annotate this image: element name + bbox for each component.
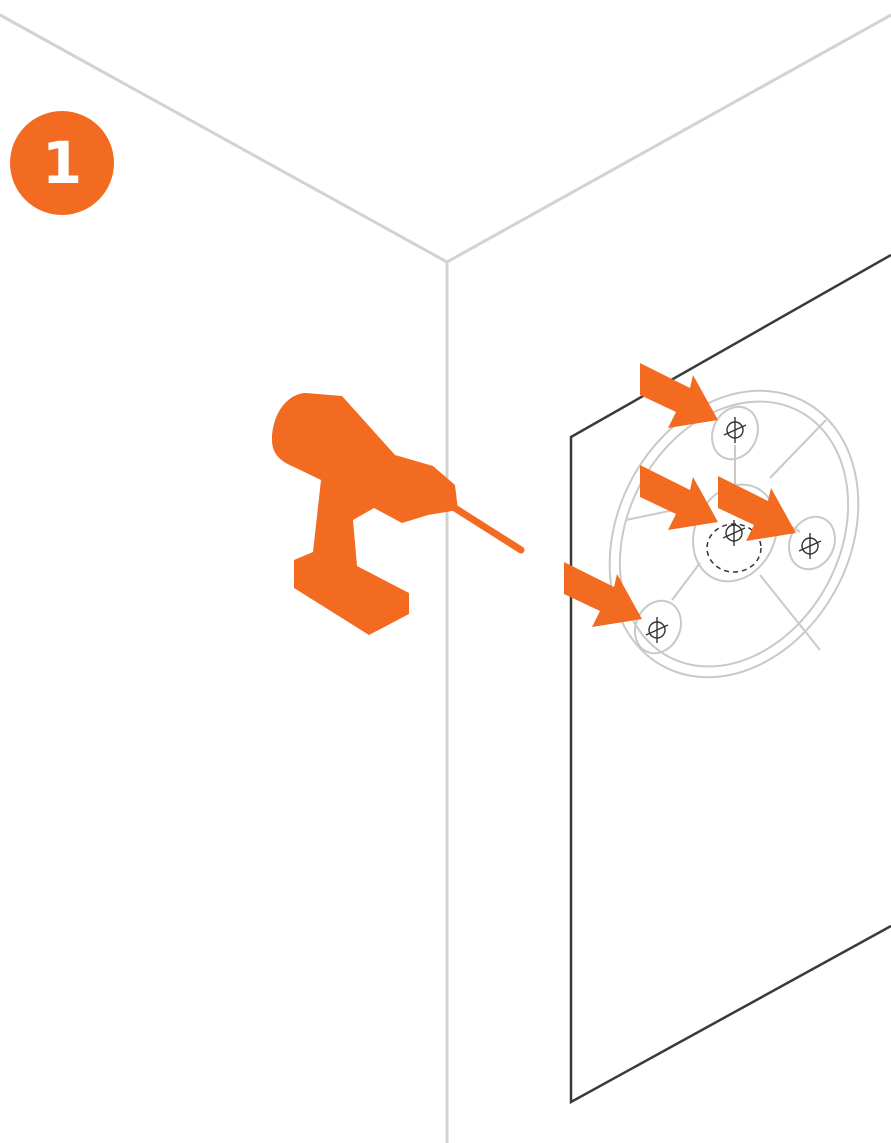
arrow-icon [640, 363, 718, 428]
mount-spoke [759, 574, 821, 651]
screw-hole-crosshair-icon [723, 417, 747, 443]
wall-panel [569, 253, 891, 1105]
step-number: 1 [41, 129, 83, 197]
screw-hole-crosshair-icon [798, 533, 822, 559]
arrow-icon [640, 465, 718, 530]
room-corner [0, 13, 891, 1143]
mounting-template [608, 389, 860, 679]
arrow-icon [564, 562, 642, 627]
power-drill-icon [272, 393, 525, 635]
screw-slot-right [788, 515, 836, 571]
arrows [564, 363, 796, 627]
step-number-badge: 1 [10, 111, 114, 215]
mount-spoke [671, 562, 701, 601]
screw-holes [645, 417, 822, 643]
mount-spoke [769, 419, 827, 479]
screw-slot-top [711, 405, 759, 461]
screw-hole-crosshair-icon [722, 520, 746, 546]
screw-hole-crosshair-icon [645, 617, 669, 643]
ceiling-edge-right [445, 13, 891, 264]
drill-bit [446, 501, 525, 554]
ceiling-edge-left [0, 13, 449, 264]
arrow-icon [718, 476, 796, 541]
drill-body [272, 393, 458, 635]
mount-outer-ring [608, 389, 860, 679]
